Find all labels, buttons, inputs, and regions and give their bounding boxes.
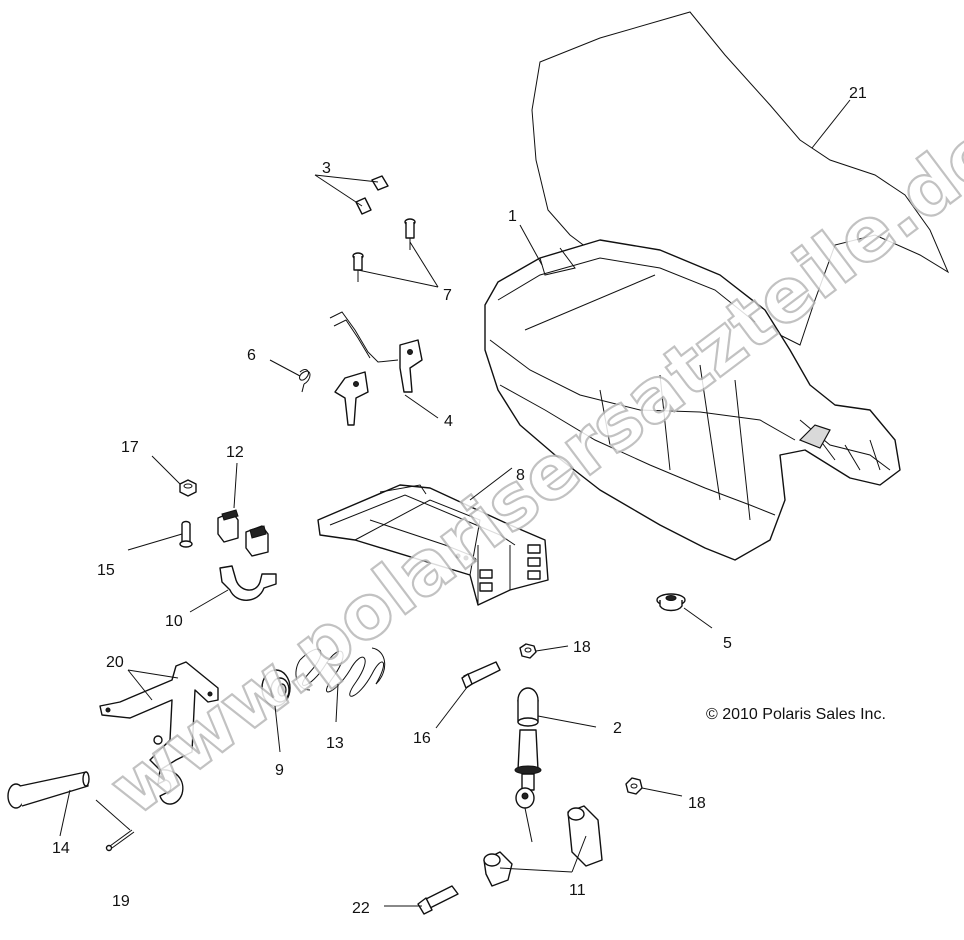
callout-17: 17 [121, 439, 139, 456]
callout-15: 15 [97, 562, 115, 579]
seat-tray-8 [317, 484, 549, 606]
spacer-11 [483, 805, 603, 887]
clamp-10 [219, 565, 277, 601]
callout-4: 4 [444, 413, 453, 430]
bolt-22 [417, 885, 459, 915]
callout-22: 22 [352, 900, 370, 917]
callout-10: 10 [165, 613, 183, 630]
seat-latch-4 [329, 311, 423, 426]
callout-6: 6 [247, 347, 256, 364]
callout-18-upper: 18 [573, 639, 591, 656]
callout-13: 13 [326, 735, 344, 752]
callout-labels: 21 1 3 7 6 4 8 17 12 15 10 5 18 20 2 16 … [52, 85, 867, 917]
callout-18-lower: 18 [688, 795, 706, 812]
callout-8: 8 [516, 467, 525, 484]
nut-18-upper [519, 643, 537, 659]
seat-assembly-1 [484, 239, 901, 561]
nut-17 [179, 479, 197, 497]
callout-12: 12 [226, 444, 244, 461]
clip-3 [355, 175, 389, 215]
callout-1: 1 [508, 208, 517, 225]
callout-11: 11 [569, 882, 586, 899]
leader-lines [59, 99, 851, 907]
copyright-notice: © 2010 Polaris Sales Inc. [706, 706, 886, 723]
callout-3: 3 [322, 160, 331, 177]
callout-5: 5 [723, 635, 732, 652]
pivot-pin-14 [7, 771, 90, 809]
push-pin-7 [352, 218, 416, 282]
shock-absorber-2 [514, 687, 542, 809]
bushing-12 [217, 509, 269, 557]
coil-spring-13 [295, 647, 386, 697]
spring-seat-9 [261, 669, 291, 707]
callout-14: 14 [52, 840, 70, 857]
callout-2: 2 [613, 720, 622, 737]
bolt-15 [179, 520, 193, 548]
callout-20: 20 [106, 654, 124, 671]
cotter-pin-19 [105, 829, 135, 852]
nut-18-lower [625, 777, 643, 795]
callout-7: 7 [443, 287, 452, 304]
bolt-16 [461, 661, 501, 689]
seat-cover-21 [531, 11, 950, 346]
mount-bracket-20 [99, 661, 219, 805]
spring-6 [299, 369, 311, 393]
callout-16: 16 [413, 730, 431, 747]
callout-21: 21 [849, 85, 867, 102]
callout-19: 19 [112, 893, 130, 910]
grommet-5 [656, 593, 686, 612]
callout-9: 9 [275, 762, 284, 779]
